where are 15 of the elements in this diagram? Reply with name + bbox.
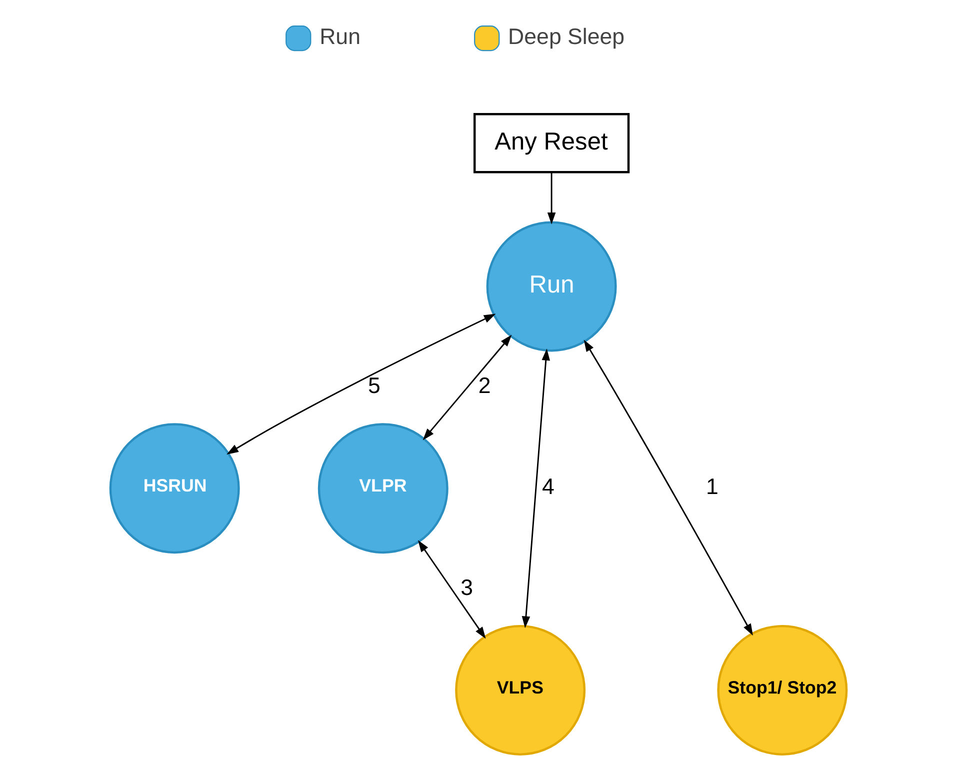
edge-label: 2	[478, 372, 490, 398]
arrow	[422, 334, 512, 440]
node-circle: Stop1/ Stop2	[716, 624, 848, 756]
node-box: Any Reset	[472, 113, 630, 174]
arrow	[417, 540, 486, 639]
arrow	[521, 348, 550, 628]
edge-label: 1	[705, 474, 718, 499]
edge-label: 5	[368, 372, 380, 398]
arrow	[226, 314, 496, 454]
arrow	[546, 172, 556, 224]
legend-label: Deep Sleep	[508, 24, 624, 49]
edge-label: 3	[460, 574, 472, 600]
legend-label: Run	[319, 24, 360, 49]
edge-label: 4	[542, 474, 554, 499]
arrow	[583, 340, 752, 636]
